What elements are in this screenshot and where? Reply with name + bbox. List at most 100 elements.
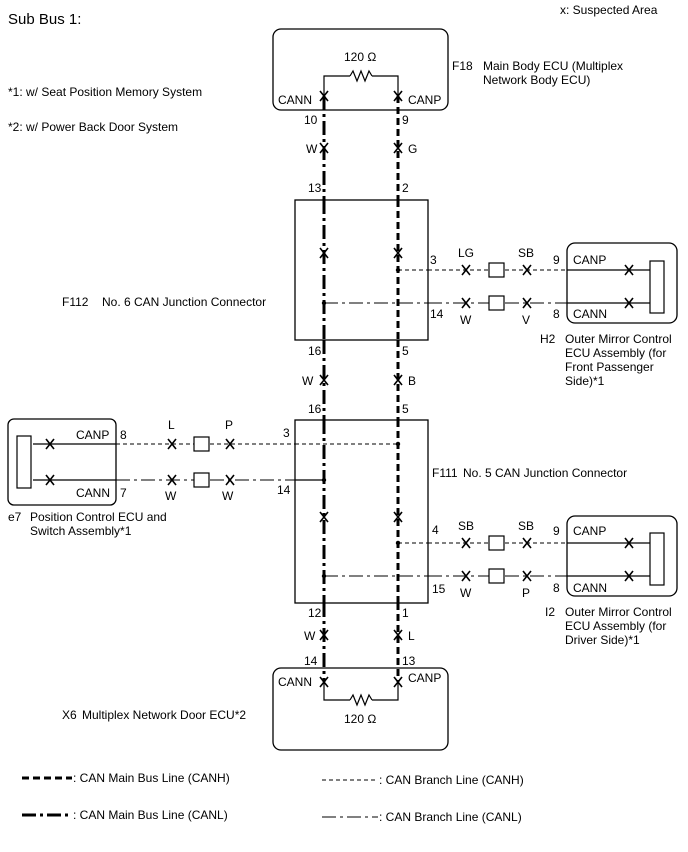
legend-main-l: : CAN Main Bus Line (CANL) [73,808,228,822]
top-terminator-wiring [323,75,399,96]
note-1: *1: w/ Seat Position Memory System [8,85,202,99]
h2-name-line4: Side)*1 [565,374,605,388]
e7-wire-h2: P [225,418,233,432]
jc5-pin-bot-l: 12 [308,606,322,620]
jc5-pin-top-h: 5 [402,402,409,416]
splice-dot [321,477,327,483]
jc5-id: F111 [432,466,458,480]
x6-pin-h: 13 [402,654,416,668]
f18-name-line2: Network Body ECU) [483,73,590,87]
e7-pin-l: 7 [120,486,127,500]
splice-dot [321,573,327,579]
i2-pin-h: 9 [553,524,560,538]
f18-canh-label: CANP [408,93,441,107]
e7-canl-connector-icon [193,472,210,488]
jc5-pin-left-l: 14 [277,483,291,497]
i2-canh-connector-icon [488,535,505,551]
e7-canh-connector-icon [193,436,210,452]
e7-id: e7 [8,510,22,524]
jc6-id: F112 [62,295,89,309]
suspect-mark-icon [225,474,235,486]
e7-canl-label: CANN [76,486,110,500]
f18-pin-h: 9 [402,113,409,127]
top-resistor-label: 120 Ω [344,50,376,64]
jc6-pin-bot-l: 16 [308,344,322,358]
diagram-title: Sub Bus 1: [8,11,81,28]
jc5-name: No. 5 CAN Junction Connector [463,466,627,480]
splice-dot [321,300,327,306]
i2-name-line1: Outer Mirror Control [565,605,672,619]
f18-canl-label: CANN [278,93,312,107]
f18-id: F18 [452,59,473,73]
i2-wire-h1: SB [458,519,474,533]
e7-name-line2: Switch Assembly*1 [30,524,132,538]
note-2: *2: w/ Power Back Door System [8,120,178,134]
splice-dot [395,267,401,273]
h2-id: H2 [540,332,556,346]
top-resistor-icon [349,69,373,83]
legend-branch-h: : CAN Branch Line (CANH) [379,773,524,787]
bottom-resistor-label: 120 Ω [344,712,376,726]
h2-wire-l2: V [522,313,530,327]
wire-color-bot-l: W [304,629,316,643]
h2-pin-l: 8 [553,307,560,321]
bottom-terminator-wiring [323,682,399,701]
legend-main-h: : CAN Main Bus Line (CANH) [73,771,230,785]
h2-name-line1: Outer Mirror Control [565,332,672,346]
jc6-pin-branch-l: 14 [430,307,444,321]
wire-color-top-l: W [306,142,318,156]
h2-wire-l1: W [460,313,472,327]
h2-name-line3: Front Passenger [565,360,654,374]
jc6-pin-top-h: 2 [402,181,409,195]
jc6-pin-branch-h: 3 [430,253,437,267]
i2-transceiver-icon [649,532,665,586]
i2-pin-l: 8 [553,581,560,595]
h2-internal-wires [567,269,650,304]
splice-dot [395,441,401,447]
i2-canh-label: CANP [573,524,606,538]
jc5-pin-bot-h: 1 [402,606,409,620]
f18-name-line1: Main Body ECU (Multiplex [483,59,623,73]
e7-pin-h: 8 [120,428,127,442]
f18-pin-l: 10 [304,113,318,127]
suspected-area-legend: x: Suspected Area [560,3,658,17]
h2-name-line2: ECU Assembly (for [565,346,666,360]
h2-canh-label: CANP [573,253,606,267]
jc6-pin-bot-h: 5 [402,344,409,358]
wire-color-mid-h: B [408,374,416,388]
e7-name-line1: Position Control ECU and [30,510,167,524]
x6-canh-label: CANP [408,671,441,685]
h2-wire-h2: SB [518,246,534,260]
i2-canl-label: CANN [573,581,607,595]
e7-wire-h1: L [168,418,175,432]
h2-canh-connector-icon [488,262,505,278]
jc6-pin-top-l: 13 [308,181,322,195]
e7-transceiver-icon [16,435,32,489]
i2-wire-l1: W [460,586,472,600]
i2-canl-connector-icon [488,568,505,584]
h2-canl-connector-icon [488,295,505,311]
h2-pin-h: 9 [553,253,560,267]
jc6-name: No. 6 CAN Junction Connector [102,295,266,309]
main-body-ecu-box [272,28,449,111]
e7-canh-label: CANP [76,428,109,442]
e7-internal-wires [33,443,116,481]
jc5-pin-right-l: 15 [432,582,446,596]
h2-canl-label: CANN [573,307,607,321]
e7-ecu-box [7,418,117,506]
x6-pin-l: 14 [304,654,318,668]
jc5-pin-top-l: 16 [308,402,322,416]
bottom-resistor-icon [349,693,373,707]
i2-internal-wires [567,542,650,577]
wire-color-top-h: G [408,142,417,156]
x6-name: Multiplex Network Door ECU*2 [82,708,246,722]
i2-id: I2 [545,605,555,619]
x6-canl-label: CANN [278,675,312,689]
i2-name-line3: Driver Side)*1 [565,633,640,647]
wire-color-mid-l: W [302,374,314,388]
i2-wire-l2: P [522,586,530,600]
x6-id: X6 [62,708,77,722]
h2-wire-h1: LG [458,246,474,260]
